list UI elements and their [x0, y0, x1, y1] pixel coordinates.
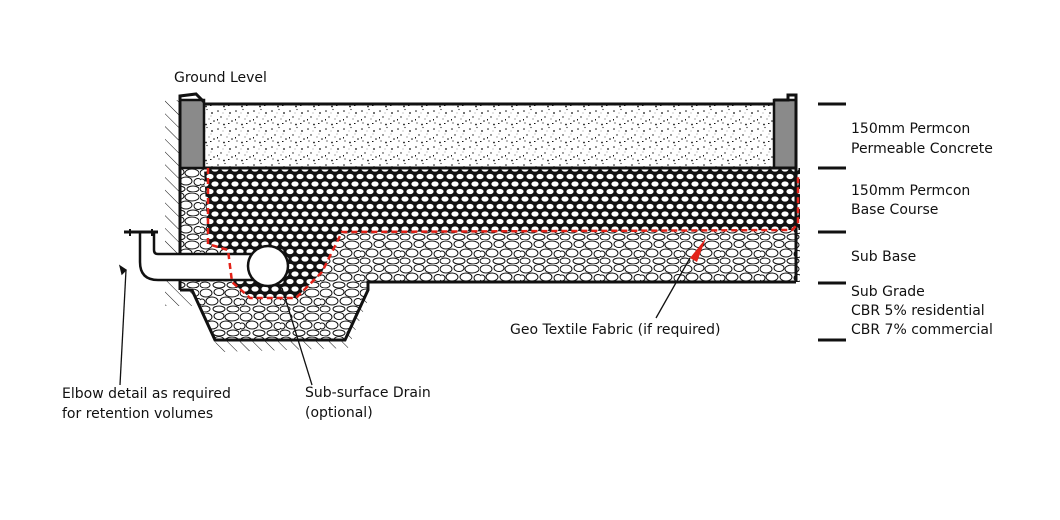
label-permeable-concrete-line1: 150mm Permcon: [851, 121, 970, 137]
label-ground-level: Ground Level: [174, 70, 267, 86]
permeable-concrete-layer: [204, 104, 774, 168]
kerb-left-cap: [178, 92, 206, 104]
kerb-right-cap: [774, 93, 798, 102]
label-base-course-line1: 150mm Permcon: [851, 183, 970, 199]
label-sub-grade-line2: CBR 5% residential: [851, 303, 985, 319]
label-elbow-line1: Elbow detail as required: [62, 386, 231, 402]
label-base-course-line2: Base Course: [851, 202, 938, 218]
layer-ticks: [818, 102, 846, 342]
label-permeable-concrete-line2: Permeable Concrete: [851, 141, 993, 157]
leader-lines: [118, 257, 691, 386]
label-geo-textile: Geo Textile Fabric (if required): [510, 322, 721, 338]
label-drain-line2: (optional): [305, 405, 373, 421]
geo-textile-line[interactable]: [206, 168, 800, 300]
label-elbow-line2: for retention volumes: [62, 406, 213, 422]
label-drain-line1: Sub-surface Drain: [305, 385, 431, 401]
label-sub-base: Sub Base: [851, 249, 916, 265]
geo-textile-arrow: [690, 238, 706, 262]
label-sub-grade-line1: Sub Grade: [851, 284, 925, 300]
kerb-right: [772, 98, 798, 170]
drain-pipe: [124, 229, 290, 288]
drain-pipe-end: [246, 244, 290, 288]
label-sub-grade-line3: CBR 7% commercial: [851, 322, 993, 338]
base-course-layer: [204, 168, 800, 298]
kerb-left: [178, 98, 206, 170]
